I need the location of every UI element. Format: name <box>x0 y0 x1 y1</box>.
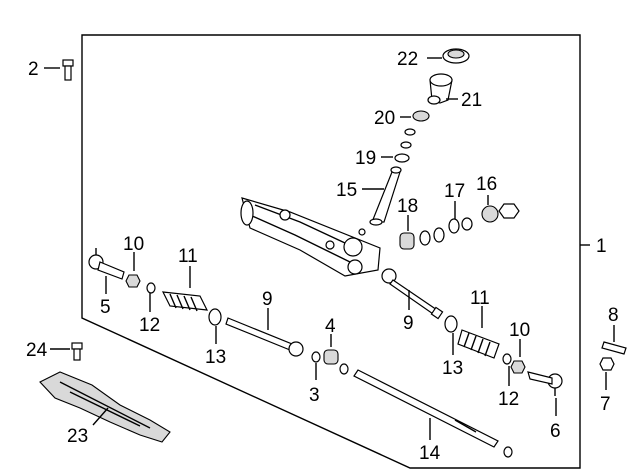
bolt-24 <box>71 342 83 361</box>
leader-lines <box>44 57 615 440</box>
callout-8: 8 <box>608 305 619 326</box>
pinion-shaft <box>369 166 402 226</box>
bearing-20 <box>412 110 430 122</box>
callout-13-left: 13 <box>205 347 226 368</box>
washer-3 <box>311 351 321 363</box>
callout-17: 17 <box>444 181 465 202</box>
callout-12-left: 12 <box>139 315 160 336</box>
jam-nut-left <box>146 282 156 294</box>
callout-14: 14 <box>419 443 441 464</box>
callout-labels: 1 2 3 4 5 6 7 8 9 9 10 10 11 11 12 12 13… <box>26 49 619 464</box>
callout-23: 23 <box>67 426 88 447</box>
callout-5: 5 <box>100 297 111 318</box>
callout-9-right: 9 <box>403 313 414 334</box>
callout-2: 2 <box>28 59 39 80</box>
splash-shield-23 <box>39 371 171 443</box>
bolt-2 <box>62 59 74 81</box>
spring-17 <box>448 218 460 234</box>
callout-21: 21 <box>461 90 482 111</box>
callout-13-right: 13 <box>442 358 463 379</box>
ring-4b <box>339 363 349 375</box>
callout-16: 16 <box>476 174 497 195</box>
cotter-pin-8 <box>601 341 627 355</box>
nut-right <box>510 360 526 374</box>
oring-a <box>419 230 431 246</box>
support-yoke-18 <box>399 232 415 250</box>
rack-bar <box>353 369 513 458</box>
clamp-right <box>444 315 458 333</box>
plug-16 <box>481 205 499 223</box>
callout-6: 6 <box>550 421 561 442</box>
callout-10-right: 10 <box>509 320 530 341</box>
callout-18: 18 <box>397 196 418 217</box>
callout-4: 4 <box>325 316 336 337</box>
callout-10-left: 10 <box>123 234 144 255</box>
callout-15: 15 <box>336 180 357 201</box>
cap-22 <box>442 48 470 64</box>
callout-22: 22 <box>397 49 418 70</box>
tie-rod-end-left <box>88 248 125 280</box>
tie-rod-end-right <box>527 371 563 396</box>
locknut-16 <box>498 203 520 219</box>
rack-housing <box>240 197 381 277</box>
callout-1: 1 <box>596 236 607 257</box>
callout-11-right: 11 <box>470 288 490 309</box>
ring-17b <box>461 217 473 231</box>
boot-right <box>457 329 500 359</box>
callout-11-left: 11 <box>178 246 198 267</box>
callout-9-left: 9 <box>262 289 273 310</box>
ring-19b <box>400 141 412 149</box>
inner-tie-rod-left <box>225 317 304 357</box>
nut-7 <box>599 357 615 371</box>
ring-20b <box>404 128 416 136</box>
nut-left <box>125 274 141 288</box>
bushing-4 <box>323 349 339 365</box>
oring-b <box>433 227 445 243</box>
inner-tie-rod-right <box>381 268 444 320</box>
callout-12-right: 12 <box>498 389 519 410</box>
assembly-frame <box>81 34 581 469</box>
boot-left <box>161 291 209 312</box>
seal-19 <box>394 153 410 163</box>
callout-24: 24 <box>26 340 48 361</box>
housing-cover-21 <box>427 73 453 105</box>
pinion-clip <box>358 228 366 236</box>
callout-3: 3 <box>309 385 320 406</box>
callout-7: 7 <box>600 394 611 415</box>
callout-19: 19 <box>355 148 376 169</box>
clamp-left <box>208 308 222 326</box>
callout-20: 20 <box>374 108 395 129</box>
jam-nut-right <box>502 353 512 365</box>
